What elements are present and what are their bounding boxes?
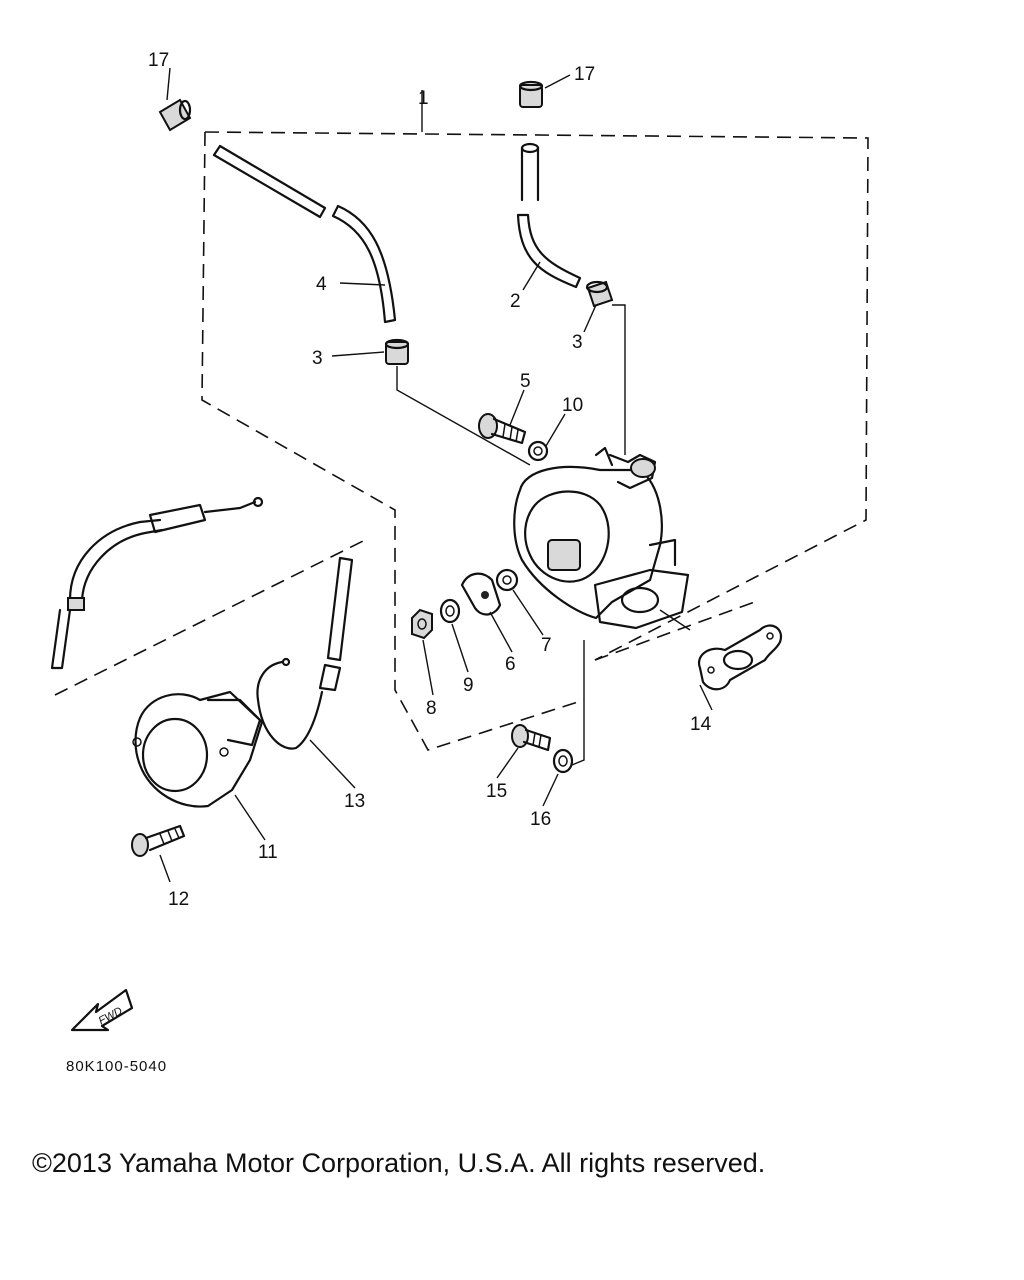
callout-3-right: 3 xyxy=(572,332,583,353)
callout-3-left: 3 xyxy=(312,348,323,369)
sensor-part-13[interactable] xyxy=(256,556,354,750)
callout-12: 12 xyxy=(168,889,189,910)
clamp-part-17-right[interactable] xyxy=(518,80,544,108)
callout-10: 10 xyxy=(562,395,583,416)
callout-16: 16 xyxy=(530,809,551,830)
diagram-code: 80K100-5040 xyxy=(66,1058,168,1075)
callout-2: 2 xyxy=(510,291,521,312)
oil-pump-body[interactable] xyxy=(513,446,690,630)
clamp-part-3-right[interactable] xyxy=(585,280,614,308)
callout-17-right: 17 xyxy=(574,64,595,85)
callout-1: 1 xyxy=(418,88,429,109)
callout-13: 13 xyxy=(344,791,365,812)
callout-7: 7 xyxy=(541,635,552,656)
leader-lines xyxy=(159,67,713,883)
callout-17-left: 17 xyxy=(148,50,169,71)
bolt-part-5[interactable] xyxy=(478,413,527,445)
plate-part-6[interactable] xyxy=(460,572,502,616)
callout-4: 4 xyxy=(316,274,327,295)
hose-part-4[interactable] xyxy=(212,144,397,324)
callout-9: 9 xyxy=(463,675,474,696)
clamp-part-17-left[interactable] xyxy=(158,98,192,132)
washer-part-7[interactable] xyxy=(495,568,519,592)
fwd-arrow-icon: FWD xyxy=(70,988,134,1032)
cable-assembly[interactable] xyxy=(50,496,264,670)
hose-part-2[interactable] xyxy=(516,142,582,289)
copyright-notice: ©2013 Yamaha Motor Corporation, U.S.A. A… xyxy=(32,1148,766,1178)
callout-15: 15 xyxy=(486,781,507,802)
washer-part-16[interactable] xyxy=(552,748,574,774)
clamp-part-3-left[interactable] xyxy=(384,338,410,365)
callout-5: 5 xyxy=(520,371,531,392)
callout-11: 11 xyxy=(258,842,278,863)
callout-14: 14 xyxy=(690,714,712,735)
screw-part-12[interactable] xyxy=(131,824,186,857)
washer-part-10[interactable] xyxy=(527,440,549,462)
callout-6: 6 xyxy=(505,654,516,675)
callout-8: 8 xyxy=(426,698,437,719)
nut-part-8[interactable] xyxy=(411,608,433,640)
bolt-part-15[interactable] xyxy=(511,724,552,752)
parts-diagram: 17 17 1 4 2 3 3 5 10 6 7 8 9 14 13 11 12… xyxy=(50,50,869,1032)
washer-part-9[interactable] xyxy=(439,598,461,624)
cover-part-11[interactable] xyxy=(132,690,264,808)
gasket-part-14[interactable] xyxy=(697,624,783,691)
assembly-boundary xyxy=(54,131,869,751)
